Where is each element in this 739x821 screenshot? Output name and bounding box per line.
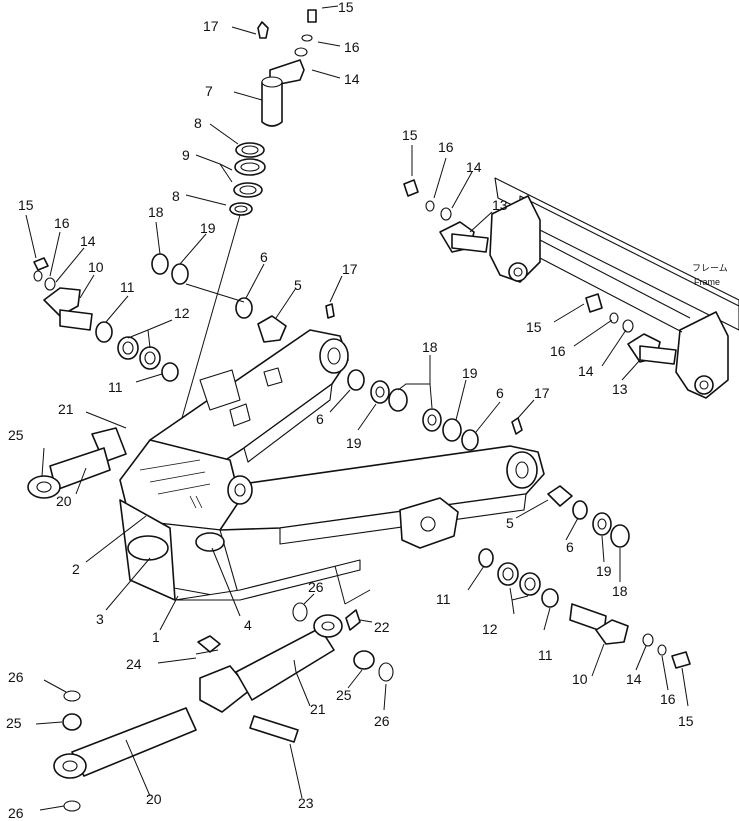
callout-2: 2 — [72, 561, 80, 577]
callout-15: 15 — [678, 713, 694, 729]
callout-18: 18 — [612, 583, 628, 599]
callout-14: 14 — [466, 159, 482, 175]
callout-10: 10 — [572, 671, 588, 687]
callout-16: 16 — [344, 39, 360, 55]
callout-5: 5 — [506, 515, 514, 531]
callout-7: 7 — [205, 83, 213, 99]
frame-label-japanese: フレーム — [692, 263, 728, 273]
callout-13: 13 — [612, 381, 628, 397]
right-washers-middle — [325, 303, 523, 451]
callout-6: 6 — [566, 539, 574, 555]
callout-26: 26 — [308, 579, 324, 595]
right-pin-13-upper — [403, 179, 489, 253]
callout-6: 6 — [496, 385, 504, 401]
callout-13: 13 — [492, 197, 508, 213]
callout-11: 11 — [120, 279, 135, 295]
callout-15: 15 — [402, 127, 418, 143]
callout-19: 19 — [346, 435, 362, 451]
left-cylinder-assembly — [27, 427, 127, 499]
callout-1: 1 — [152, 629, 160, 645]
left-pin-group — [33, 253, 287, 382]
callout-17: 17 — [203, 18, 219, 34]
callout-16: 16 — [660, 691, 676, 707]
callout-22: 22 — [374, 619, 390, 635]
callout-20: 20 — [146, 791, 162, 807]
callout-14: 14 — [80, 233, 96, 249]
callout-17: 17 — [534, 385, 550, 401]
right-pin-13-lower — [585, 293, 677, 365]
callout-12: 12 — [482, 621, 498, 637]
callout-9: 9 — [182, 147, 190, 163]
callout-18: 18 — [422, 339, 438, 355]
callout-18: 18 — [148, 204, 164, 220]
callout-11: 11 — [436, 591, 451, 607]
right-bushing-group — [478, 485, 630, 608]
callout-25: 25 — [8, 427, 24, 443]
callout-6: 6 — [316, 411, 324, 427]
callout-10: 10 — [88, 259, 104, 275]
callout-3: 3 — [96, 611, 104, 627]
main-frame-body — [119, 329, 545, 601]
callout-21: 21 — [58, 401, 74, 417]
callout-6: 6 — [260, 249, 268, 265]
callout-17: 17 — [342, 261, 358, 277]
callout-11: 11 — [538, 647, 553, 663]
frame-structure — [489, 177, 739, 399]
callout-23: 23 — [298, 795, 314, 811]
callout-26: 26 — [8, 805, 24, 821]
callout-14: 14 — [344, 71, 360, 87]
right-pin-10-lower — [569, 603, 691, 669]
callout-24: 24 — [126, 656, 142, 672]
callout-14: 14 — [578, 363, 594, 379]
callout-20: 20 — [56, 493, 72, 509]
callout-26: 26 — [8, 669, 24, 685]
callout-16: 16 — [550, 343, 566, 359]
callout-16: 16 — [438, 139, 454, 155]
callout-16: 16 — [54, 215, 70, 231]
center-pin-stack — [169, 9, 317, 461]
lower-cylinder-group — [53, 602, 394, 812]
callout-15: 15 — [526, 319, 542, 335]
callout-15: 15 — [338, 0, 354, 15]
callout-4: 4 — [244, 617, 252, 633]
leader-lines — [25, 5, 689, 811]
callout-19: 19 — [200, 220, 216, 236]
frame-label-english: Frame — [694, 277, 720, 287]
callout-5: 5 — [294, 277, 302, 293]
callout-19: 19 — [596, 563, 612, 579]
callout-25: 25 — [6, 715, 22, 731]
callout-8: 8 — [194, 115, 202, 131]
callout-8: 8 — [172, 188, 180, 204]
callout-12: 12 — [174, 305, 190, 321]
callout-26: 26 — [374, 713, 390, 729]
callout-labels: 17 15 16 7 14 8 9 8 15 16 14 13 15 16 14… — [6, 0, 728, 821]
callout-15: 15 — [18, 197, 34, 213]
callout-11: 11 — [108, 379, 123, 395]
callout-21: 21 — [310, 701, 326, 717]
callout-19: 19 — [462, 365, 478, 381]
callout-14: 14 — [626, 671, 642, 687]
callout-25: 25 — [336, 687, 352, 703]
